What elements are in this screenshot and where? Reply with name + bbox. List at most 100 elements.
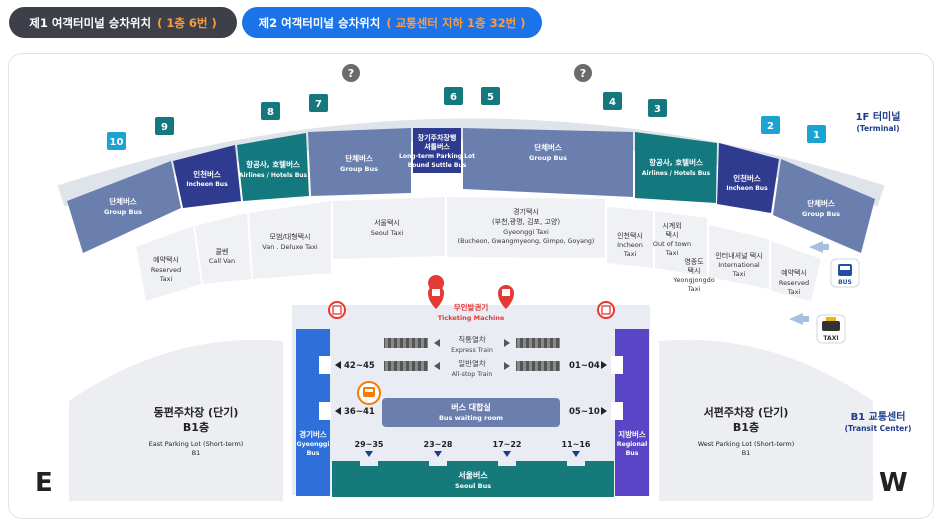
label-seoul-ko: 서울택시 bbox=[374, 218, 400, 227]
zone-group-bus-right[interactable] bbox=[773, 159, 875, 253]
east-parking-en2: B1 bbox=[192, 449, 201, 457]
west-parking-ko2: B1층 bbox=[733, 420, 759, 434]
zone-out-of-town-taxi[interactable] bbox=[655, 211, 707, 277]
label-deluxe-en: Van . Deluxe Taxi bbox=[262, 243, 318, 251]
label-gyeonggi-bus-ko: 경기버스 bbox=[299, 429, 327, 439]
east-parking-en1: East Parking Lot (Short-term) bbox=[149, 440, 244, 448]
zone-airline-bus-right[interactable] bbox=[635, 132, 717, 203]
zone-incheon-bus-right[interactable] bbox=[717, 143, 779, 213]
label-yeongjong-en1: Yeongjongdo bbox=[672, 276, 714, 284]
gate-badge-3: 3 bbox=[654, 104, 661, 115]
label-ticketing-ko: 무인발권기 bbox=[454, 302, 489, 312]
range-left-1: 42~45 bbox=[344, 361, 375, 371]
range-bottom-1: 29~35 bbox=[355, 440, 384, 449]
label-reserved-right-ko: 예약택시 bbox=[781, 268, 807, 277]
label-outoftown-ko2: 택시 bbox=[666, 230, 679, 239]
zone-reserved-taxi-right[interactable] bbox=[771, 241, 821, 301]
east-parking-lot[interactable] bbox=[69, 339, 283, 501]
zone-longterm-shuttle[interactable] bbox=[413, 128, 461, 173]
range-left-2: 36~41 bbox=[344, 407, 375, 417]
zone-deluxe-taxi[interactable] bbox=[249, 201, 331, 279]
compass-west: W bbox=[879, 468, 908, 498]
label-waiting-ko: 버스 대합실 bbox=[451, 402, 491, 412]
floor-1f-sub: (Terminal) bbox=[856, 124, 899, 133]
label-callvan-ko: 콜벤 bbox=[216, 247, 229, 256]
zone-incheon-bus-left[interactable] bbox=[173, 145, 241, 208]
curb-zones bbox=[67, 128, 875, 253]
label-gyeonggi-en1: Gyeonggi Taxi bbox=[503, 228, 549, 236]
label-allstop-en: All-stop Train bbox=[452, 371, 493, 378]
label-deluxe-ko: 모범/대형택시 bbox=[270, 232, 311, 241]
zone-call-van[interactable] bbox=[195, 213, 251, 284]
label-incheon-left-en: Incheon Bus bbox=[186, 181, 228, 188]
label-allstop-ko: 일반열차 bbox=[458, 359, 486, 368]
floor-b1-sub: (Transit Center) bbox=[845, 424, 912, 433]
label-reserved-right-en1: Reserved bbox=[779, 279, 809, 287]
label-reserved-left-ko: 예약택시 bbox=[153, 255, 179, 264]
unknown-icon-right[interactable] bbox=[574, 64, 592, 82]
label-seoul-bus-en: Seoul Bus bbox=[455, 482, 491, 490]
label-reserved-left-en1: Reserved bbox=[151, 266, 181, 274]
label-international-ko: 인터내셔널 택시 bbox=[715, 251, 762, 260]
taxi-side-icon: TAXI bbox=[816, 314, 846, 344]
gate-badge-9: 9 bbox=[161, 122, 168, 133]
zone-group-bus-left[interactable] bbox=[67, 161, 181, 253]
label-gyeonggi-en2: (Bucheon, Gwangmyeong, Gimpo, Goyang) bbox=[458, 238, 595, 245]
west-parking-lot[interactable] bbox=[659, 339, 873, 501]
label-international-en2: Taxi bbox=[732, 270, 746, 278]
label-group-mid-ko: 단체버스 bbox=[345, 153, 373, 163]
label-yeongjong-ko1: 영종도 bbox=[684, 257, 704, 266]
label-group-left-ko: 단체버스 bbox=[109, 196, 137, 206]
unknown-icon-left[interactable] bbox=[342, 64, 360, 82]
label-regional-bus-ko: 지방버스 bbox=[618, 429, 646, 439]
tab-terminal-2[interactable]: 제2 여객터미널 승차위치 ( 교통센터 지하 1층 32번 ) bbox=[242, 7, 542, 38]
label-reserved-left-en2: Taxi bbox=[159, 275, 173, 283]
ticketing-icons bbox=[328, 275, 615, 319]
west-parking-en2: B1 bbox=[742, 449, 751, 457]
floor-1f-label: 1F 터미널 bbox=[856, 110, 901, 123]
range-bottom-2: 23~28 bbox=[424, 440, 453, 449]
zone-group-bus-mid[interactable] bbox=[308, 128, 411, 196]
label-seoul-en: Seoul Taxi bbox=[371, 229, 404, 237]
west-parking-en1: West Parking Lot (Short-term) bbox=[698, 440, 795, 448]
range-bottom-4: 11~16 bbox=[562, 440, 591, 449]
bus-stop-marker-icon bbox=[357, 381, 381, 405]
tab-terminal-2-label: 제2 여객터미널 승차위치 bbox=[258, 15, 381, 30]
tab-terminal-2-highlight: ( 교통센터 지하 1층 32번 ) bbox=[386, 15, 526, 30]
bus-icon-label: BUS bbox=[838, 279, 852, 286]
zone-seoul-bus[interactable] bbox=[332, 461, 614, 497]
label-airline-left-en: Airlines / Hotels Bus bbox=[239, 172, 308, 179]
zone-incheon-taxi[interactable] bbox=[607, 207, 653, 268]
taxi-icon-label: TAXI bbox=[823, 335, 838, 342]
label-gyeonggi-ko2: (부천,광명, 김포, 고양) bbox=[492, 217, 560, 226]
zone-seoul-taxi[interactable] bbox=[333, 197, 445, 259]
zone-reserved-taxi-left[interactable] bbox=[136, 226, 201, 301]
label-airline-right-ko: 항공사, 호텔버스 bbox=[649, 157, 703, 167]
train-platforms bbox=[384, 338, 560, 371]
label-yeongjong-ko2: 택시 bbox=[688, 266, 701, 275]
arrow-left-icon bbox=[789, 313, 803, 325]
gate-badge-5: 5 bbox=[487, 92, 494, 103]
label-group-center-en: Group Bus bbox=[529, 154, 567, 162]
gate-badge-8: 8 bbox=[267, 107, 274, 118]
unknown-mark-right: ? bbox=[580, 67, 586, 80]
zone-airline-bus-left[interactable] bbox=[237, 133, 309, 201]
gate-badge-2: 2 bbox=[767, 121, 774, 132]
tab-terminal-1[interactable]: 제1 여객터미널 승차위치 ( 1층 6번 ) bbox=[9, 7, 237, 38]
label-gyeonggi-bus-en1: Gyeonggi bbox=[297, 441, 330, 448]
compass-east: E bbox=[35, 468, 53, 498]
east-parking-ko1: 동편주차장 (단기) bbox=[154, 405, 239, 419]
zone-group-bus-center[interactable] bbox=[463, 128, 633, 197]
zone-international-taxi[interactable] bbox=[709, 225, 769, 289]
bus-waiting-room[interactable] bbox=[382, 398, 560, 427]
label-regional-bus-en1: Regional bbox=[617, 441, 647, 448]
east-parking-ko2: B1층 bbox=[183, 420, 209, 434]
label-incheon-taxi-en2: Taxi bbox=[623, 250, 637, 258]
label-ticketing-en: Ticketing Machine bbox=[438, 314, 505, 322]
label-reserved-right-en2: Taxi bbox=[787, 288, 801, 296]
gate-badge-1: 1 bbox=[813, 130, 820, 141]
label-outoftown-en1: Out of town bbox=[653, 240, 691, 248]
label-longterm-en2: Bound Suttle Bus bbox=[408, 162, 467, 169]
label-longterm-ko2: 셔틀버스 bbox=[424, 142, 450, 151]
zone-gyeonggi-taxi[interactable] bbox=[447, 197, 605, 258]
